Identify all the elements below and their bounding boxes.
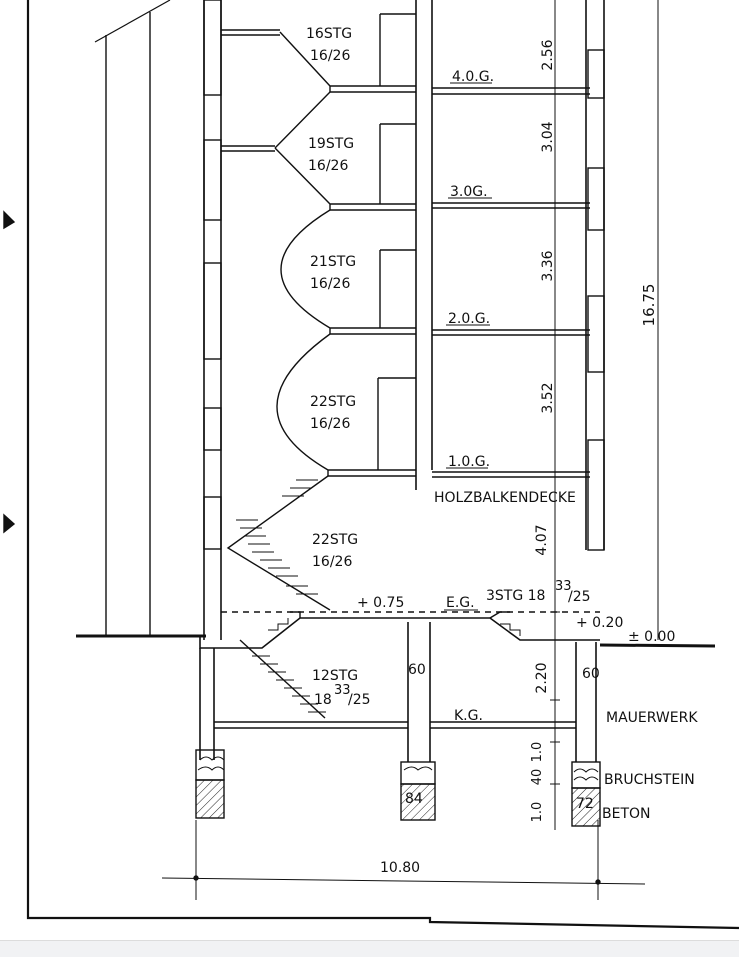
material-masonry: MAUERWERK xyxy=(606,710,698,726)
dim-ticks xyxy=(550,87,560,785)
level-underline xyxy=(444,609,482,723)
ratio-label-kg-sup: 33 xyxy=(334,683,351,698)
rubble-footing xyxy=(400,761,436,785)
dim-foundation-40: 40 xyxy=(530,769,545,786)
stairs-label-3og: 19STG xyxy=(308,136,354,152)
level-1og: 1.0.G. xyxy=(448,454,490,470)
dim-dot xyxy=(595,879,601,885)
stairs-label-1og: 22STG xyxy=(310,394,356,410)
ratio-label-2og: 16/26 xyxy=(310,276,350,292)
handrail xyxy=(379,249,416,328)
ratio-label-3og: 16/26 xyxy=(308,158,348,174)
landing xyxy=(221,29,280,36)
dim-dot xyxy=(193,875,199,881)
height-4og: 2.56 xyxy=(540,39,556,70)
wall-thickness-mid: 60 xyxy=(408,662,426,678)
window xyxy=(203,139,222,221)
window xyxy=(203,496,222,550)
wall-thickness-right: 60 xyxy=(582,666,600,682)
height-1og: 3.52 xyxy=(540,382,556,413)
stairs-label-entry-sup: 33 xyxy=(555,579,572,594)
concrete-footing xyxy=(195,779,225,819)
ratio-label-kg-b: /25 xyxy=(348,692,371,708)
rubble-footing xyxy=(571,761,601,789)
stair-flight xyxy=(280,209,416,335)
overall-width: 10.80 xyxy=(380,860,420,876)
handrail xyxy=(379,13,416,86)
level-eg: E.G. xyxy=(446,595,475,611)
floor-slab xyxy=(432,202,590,209)
roof-line xyxy=(94,0,171,43)
dim-extension xyxy=(195,820,599,900)
floor-slab xyxy=(432,87,590,95)
ratio-label-4og: 16/26 xyxy=(310,48,350,64)
height-kg: 2.20 xyxy=(534,662,550,693)
material-rubble: BRUCHSTEIN xyxy=(604,772,695,788)
step-edge xyxy=(268,618,289,631)
elevation-right: + 0.20 xyxy=(576,615,623,631)
height-3og: 3.04 xyxy=(540,121,556,152)
concrete-footing xyxy=(400,783,436,821)
stairs-label-2og: 21STG xyxy=(310,254,356,270)
linework xyxy=(3,0,739,930)
total-height: 16.75 xyxy=(640,284,658,327)
window xyxy=(587,439,605,551)
footing-width-mid: 84 xyxy=(405,791,423,807)
level-underline xyxy=(446,82,492,469)
handrail xyxy=(379,123,416,204)
sheet-border xyxy=(26,0,739,930)
stair-treads xyxy=(282,479,318,497)
stair-treads xyxy=(244,647,326,713)
window xyxy=(203,407,222,451)
stair-flight xyxy=(226,475,331,611)
footing-width-right: 72 xyxy=(576,796,594,812)
ratio-label-1og: 16/26 xyxy=(310,416,350,432)
stairs-label-entry-a: 3STG 18 xyxy=(486,588,545,604)
step-edge xyxy=(500,623,521,636)
window xyxy=(203,262,222,360)
rubble-pattern xyxy=(197,756,599,781)
level-3og: 3.0G. xyxy=(450,184,488,200)
labels: 16STG 16/26 19STG 16/26 21STG 16/26 22ST… xyxy=(306,26,698,876)
ratio-label-eg: 16/26 xyxy=(312,554,352,570)
height-eg: 4.07 xyxy=(534,524,550,555)
eg-slab-edge xyxy=(290,611,510,619)
ratio-label-kg-a: 18 xyxy=(314,692,332,708)
stairs-label-eg: 22STG xyxy=(312,532,358,548)
stairs-label-kg: 12STG xyxy=(312,668,358,684)
window xyxy=(587,167,605,231)
window xyxy=(587,295,605,373)
concrete-footing xyxy=(571,787,601,827)
dim-foundation-2: 1.0 xyxy=(530,802,545,823)
viewer-footer-bar xyxy=(0,940,739,957)
basement-stair xyxy=(239,639,326,719)
stairs-label-4og: 16STG xyxy=(306,26,352,42)
stairs-label-entry-b: /25 xyxy=(568,589,591,605)
level-4og: 4.0.G. xyxy=(452,69,494,85)
window xyxy=(203,0,222,96)
handrail xyxy=(377,377,416,470)
ceiling-type-label: HOLZBALKENDECKE xyxy=(434,490,576,506)
eg-slab xyxy=(199,617,600,649)
landing xyxy=(221,145,275,152)
floor-slab xyxy=(432,471,590,478)
stair-treads xyxy=(236,519,318,595)
height-2og: 3.36 xyxy=(540,250,556,281)
elevation-eg: + 0.75 xyxy=(357,595,404,611)
floor-slab xyxy=(432,329,590,336)
material-concrete: BETON xyxy=(602,806,651,822)
elevation-zero: ± 0.00 xyxy=(628,629,675,645)
window xyxy=(587,49,605,99)
dim-foundation-1: 1.0 xyxy=(530,742,545,763)
kg-slab xyxy=(214,721,576,729)
level-kg: K.G. xyxy=(454,708,483,724)
dim-line-width xyxy=(161,877,646,885)
level-2og: 2.0.G. xyxy=(448,311,490,327)
binding-mark xyxy=(3,210,16,534)
